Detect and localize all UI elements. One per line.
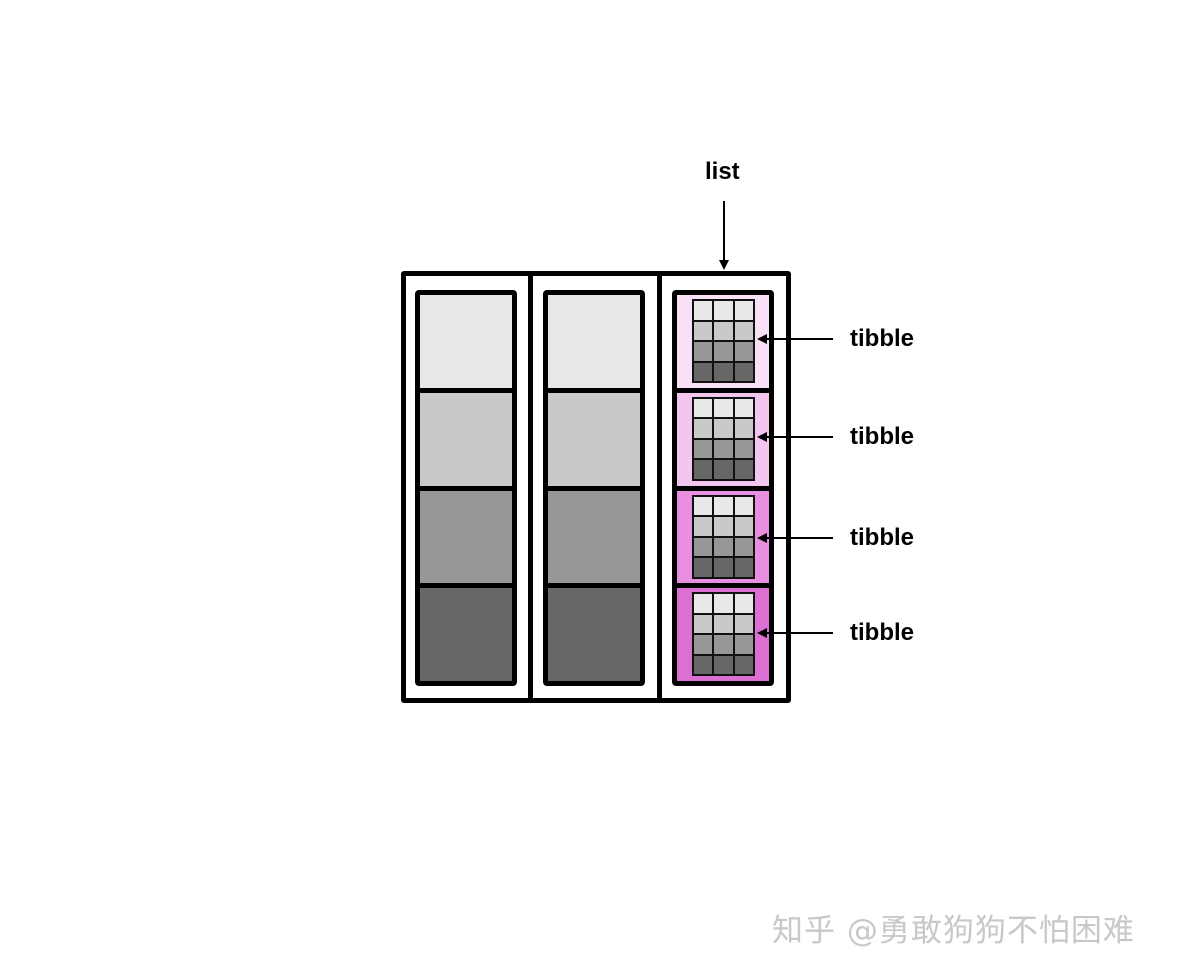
tibble-icon [692,494,755,579]
vector-cell [420,588,512,681]
list-arrow-line [723,201,725,261]
tibble-label: tibble [850,619,914,646]
vector-cell [420,490,512,584]
tibble-label: tibble [850,423,914,450]
tibble-icon [692,299,755,383]
list-cell [677,392,769,486]
watermark: 知乎 @勇敢狗狗不怕困难 [772,913,1135,949]
tibble-icon [692,592,755,677]
vector-cell [420,392,512,486]
vector-cell [420,295,512,388]
vector-cell [548,588,640,681]
column-divider-1 [528,271,533,703]
vector-cell [548,392,640,486]
arrow-left-icon [757,334,767,344]
column-2 [543,290,645,686]
tibble-arrow-line [766,537,833,539]
list-cell [677,490,769,584]
column-1 [415,290,517,686]
arrow-left-icon [757,533,767,543]
arrow-left-icon [757,432,767,442]
vector-cell [548,490,640,584]
vector-cell [548,295,640,388]
data-frame-outline [401,271,791,703]
list-column [672,290,774,686]
tibble-arrow-line [766,632,833,634]
arrow-left-icon [757,628,767,638]
tibble-label: tibble [850,524,914,551]
arrow-down-icon [719,260,729,270]
list-cell [677,295,769,388]
tibble-arrow-line [766,338,833,340]
tibble-icon [692,396,755,481]
column-divider-2 [657,271,662,703]
list-label: list [705,158,740,185]
list-cell [677,588,769,681]
tibble-arrow-line [766,436,833,438]
tibble-label: tibble [850,325,914,352]
